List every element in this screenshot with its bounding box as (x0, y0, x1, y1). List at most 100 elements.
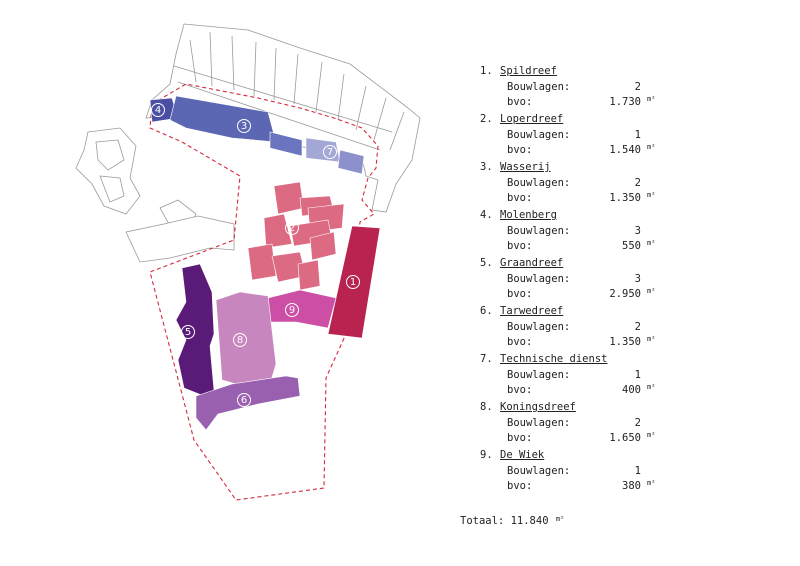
area-value: 1.540 (609, 144, 641, 156)
markers: 1 2 3 4 5 6 7 8 9 (151, 103, 360, 407)
area-label: bvo: (507, 144, 533, 156)
marker-circle (151, 103, 165, 117)
site-plan: 1 2 3 4 5 6 7 8 9 (75, 23, 421, 501)
area-label: bvo: (507, 336, 533, 348)
marker-label: 6 (241, 395, 247, 406)
entry-number: 6. (480, 305, 493, 317)
floors-value: 1 (634, 128, 641, 141)
building-7-wing[interactable] (337, 149, 365, 175)
marker-6: 6 (237, 393, 251, 407)
floors-value: 1 (634, 368, 641, 381)
floors-label: Bouwlagen: (507, 272, 571, 285)
marker-5: 5 (181, 325, 195, 339)
entry-name[interactable]: Loperdreef (500, 113, 564, 125)
entry-name[interactable]: Molenberg (500, 209, 557, 221)
entry-number: 2. (480, 113, 493, 125)
marker-2: 2 (285, 221, 299, 235)
area-value: 1.350 (609, 336, 641, 348)
floors-label: Bouwlagen: (507, 128, 571, 141)
building-7-technische-dienst[interactable] (305, 137, 341, 163)
total-value: 11.840 (510, 515, 549, 527)
area-label: bvo: (507, 288, 533, 300)
marker-circle (346, 275, 360, 289)
floors-value: 3 (634, 272, 641, 285)
area-unit: m² (647, 431, 656, 439)
floors-label: Bouwlagen: (507, 416, 571, 429)
entry-name[interactable]: Graandreef (500, 257, 564, 269)
marker-9: 9 (285, 303, 299, 317)
marker-label: 5 (185, 327, 191, 338)
marker-circle (233, 333, 247, 347)
marker-label: 9 (289, 305, 295, 316)
marker-label: 1 (350, 277, 356, 288)
floors-value: 3 (634, 224, 641, 237)
area-unit: m² (647, 287, 656, 295)
marker-label: 4 (155, 105, 161, 116)
total-label: Totaal: (460, 515, 505, 527)
building-6-tarwedreef[interactable] (195, 375, 301, 431)
site-boundary (149, 83, 379, 501)
area-value: 1.650 (609, 432, 641, 444)
area-value: 550 (622, 240, 641, 252)
entry-name[interactable]: De Wiek (500, 449, 545, 461)
area-label: bvo: (507, 96, 533, 108)
area-unit: m² (647, 479, 656, 487)
floors-value: 2 (634, 416, 641, 429)
entry-name[interactable]: Technische dienst (500, 353, 608, 365)
area-value: 1.350 (609, 192, 641, 204)
entry-number: 7. (480, 353, 493, 365)
entry-number: 3. (480, 161, 493, 173)
building-2-loperdreef[interactable] (247, 181, 345, 291)
area-unit: m² (647, 335, 656, 343)
marker-7: 7 (323, 145, 337, 159)
marker-1: 1 (346, 275, 360, 289)
floors-value: 2 (634, 80, 641, 93)
area-value: 400 (622, 384, 641, 396)
entry-name[interactable]: Wasserij (500, 161, 551, 173)
context-buildings (75, 23, 421, 263)
area-unit: m² (647, 95, 656, 103)
area-label: bvo: (507, 480, 533, 492)
area-unit: m² (647, 383, 656, 391)
area-label: bvo: (507, 432, 533, 444)
floors-label: Bouwlagen: (507, 464, 571, 477)
floors-label: Bouwlagen: (507, 368, 571, 381)
floors-value: 1 (634, 464, 641, 477)
total-unit: m² (555, 515, 565, 523)
area-label: bvo: (507, 192, 533, 204)
entry-number: 8. (480, 401, 493, 413)
marker-label: 2 (289, 223, 295, 234)
area-value: 380 (622, 480, 641, 492)
entry-number: 5. (480, 257, 493, 269)
floors-label: Bouwlagen: (507, 80, 571, 93)
marker-label: 8 (237, 335, 243, 346)
marker-label: 3 (241, 121, 247, 132)
building-3-wasserij[interactable] (169, 95, 277, 143)
entry-number: 1. (480, 65, 493, 77)
floors-value: 2 (634, 320, 641, 333)
marker-circle (237, 119, 251, 133)
marker-circle (285, 221, 299, 235)
marker-circle (237, 393, 251, 407)
area-label: bvo: (507, 240, 533, 252)
area-unit: m² (647, 191, 656, 199)
entry-name[interactable]: Tarwedreef (500, 305, 564, 317)
area-value: 1.730 (609, 96, 641, 108)
floors-label: Bouwlagen: (507, 224, 571, 237)
marker-4: 4 (151, 103, 165, 117)
area-unit: m² (647, 239, 656, 247)
entry-name[interactable]: Spildreef (500, 65, 557, 77)
marker-label: 7 (327, 147, 333, 158)
entry-number: 9. (480, 449, 493, 461)
entry-name[interactable]: Koningsdreef (500, 401, 576, 413)
building-3-wing[interactable] (269, 131, 303, 157)
